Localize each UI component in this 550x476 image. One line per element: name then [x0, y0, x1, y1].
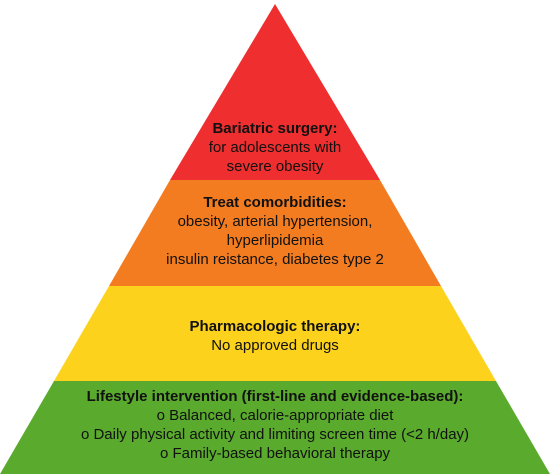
tier-3-text: Pharmacologic therapy: No approved drugs: [0, 317, 550, 355]
tier-2-band: [109, 180, 441, 286]
tier-2-line-1: obesity, arterial hypertension,: [177, 213, 373, 230]
tier-4-band: [0, 381, 550, 474]
tier-2-title: Treat comorbidities:: [203, 194, 347, 211]
tier-1-title: Bariatric surgery:: [212, 120, 338, 137]
tier-2-text: Treat comorbidities: obesity, arterial h…: [0, 193, 550, 269]
tier-1-band: [170, 4, 380, 180]
tier-4-title: Lifestyle intervention (first-line and e…: [86, 388, 464, 405]
tier-3-band: [54, 286, 496, 381]
tier-4-line-1: o Balanced, calorie-appropriate diet: [156, 407, 394, 424]
tier-1-line-2: severe obesity: [226, 158, 324, 175]
tier-3-title: Pharmacologic therapy:: [189, 318, 361, 335]
tier-2-line-3: insulin reistance, diabetes type 2: [166, 251, 384, 268]
tier-2-line-2: hyperlipidemia: [226, 232, 324, 249]
tier-3-line-1: No approved drugs: [211, 337, 339, 354]
tier-4-line-2: o Daily physical activity and limiting s…: [80, 426, 470, 443]
tier-1-text: Bariatric surgery: for adolescents with …: [0, 119, 550, 176]
tier-4-text: Lifestyle intervention (first-line and e…: [0, 387, 550, 463]
tier-1-line-1: for adolescents with: [208, 139, 342, 156]
tier-4-line-3: o Family-based behavioral therapy: [159, 445, 391, 462]
